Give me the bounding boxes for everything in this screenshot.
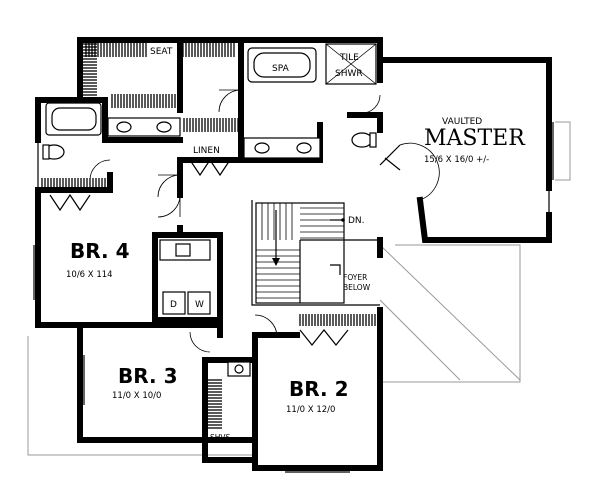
- washer-label: W: [195, 300, 204, 310]
- br3-room-size: 11/0 X 10/0: [112, 391, 161, 401]
- tile-shower-label-2: SHWR: [335, 69, 363, 79]
- br2-room-name: BR. 2: [289, 377, 349, 401]
- br3-room-name: BR. 3: [118, 364, 178, 388]
- door-swings: [49, 89, 440, 353]
- master-room-name: MASTER: [424, 126, 526, 151]
- br4-room-size: 10/6 X 114: [66, 270, 113, 280]
- foyer-label-2: BELOW: [343, 283, 371, 292]
- br4-room-name: BR. 4: [70, 239, 130, 263]
- closet-shelving: [41, 43, 376, 429]
- stair-down-label: DN.: [348, 216, 365, 226]
- spa-label: SPA: [272, 64, 290, 74]
- br2-room-size: 11/0 X 12/0: [286, 405, 335, 415]
- linen-label: LINEN: [193, 146, 220, 156]
- shelves-label: SHVS: [210, 433, 231, 442]
- foyer-label-1: FOYER: [343, 273, 367, 282]
- tile-shower-label-1: TILE: [339, 53, 359, 63]
- bathroom-fixtures: [42, 43, 377, 377]
- dryer-label: D: [170, 300, 177, 310]
- staircase: [255, 202, 380, 304]
- labels: SEAT SPA TILE SHWR LINEN VAULTED MASTER …: [66, 47, 526, 442]
- roof-outline: [27, 121, 571, 456]
- windows: [33, 122, 554, 473]
- seat-label: SEAT: [150, 47, 173, 57]
- master-vaulted-label: VAULTED: [442, 117, 482, 127]
- master-room-size: 15/6 X 16/0 +/-: [424, 155, 489, 165]
